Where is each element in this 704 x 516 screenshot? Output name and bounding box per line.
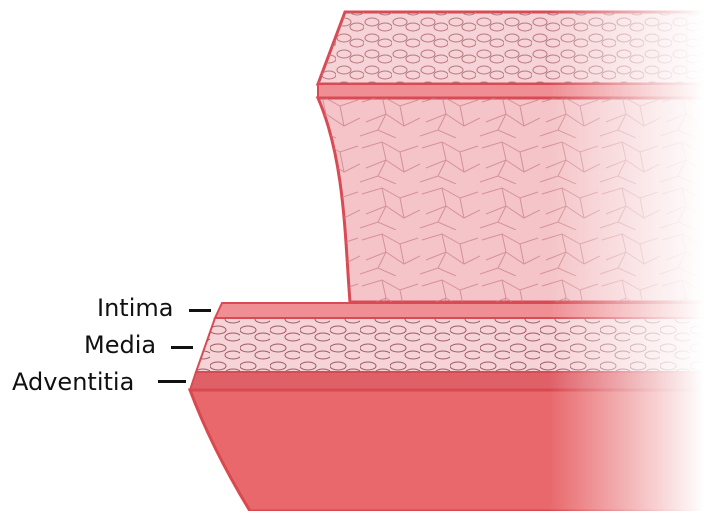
adventitia-label: Adventitia — [12, 370, 134, 394]
intima-label: Intima — [97, 296, 173, 320]
media-label: Media — [84, 333, 156, 357]
intima-pointer-line — [189, 309, 211, 312]
media-pointer-line — [171, 346, 193, 349]
adventitia-pointer-line — [158, 380, 186, 383]
